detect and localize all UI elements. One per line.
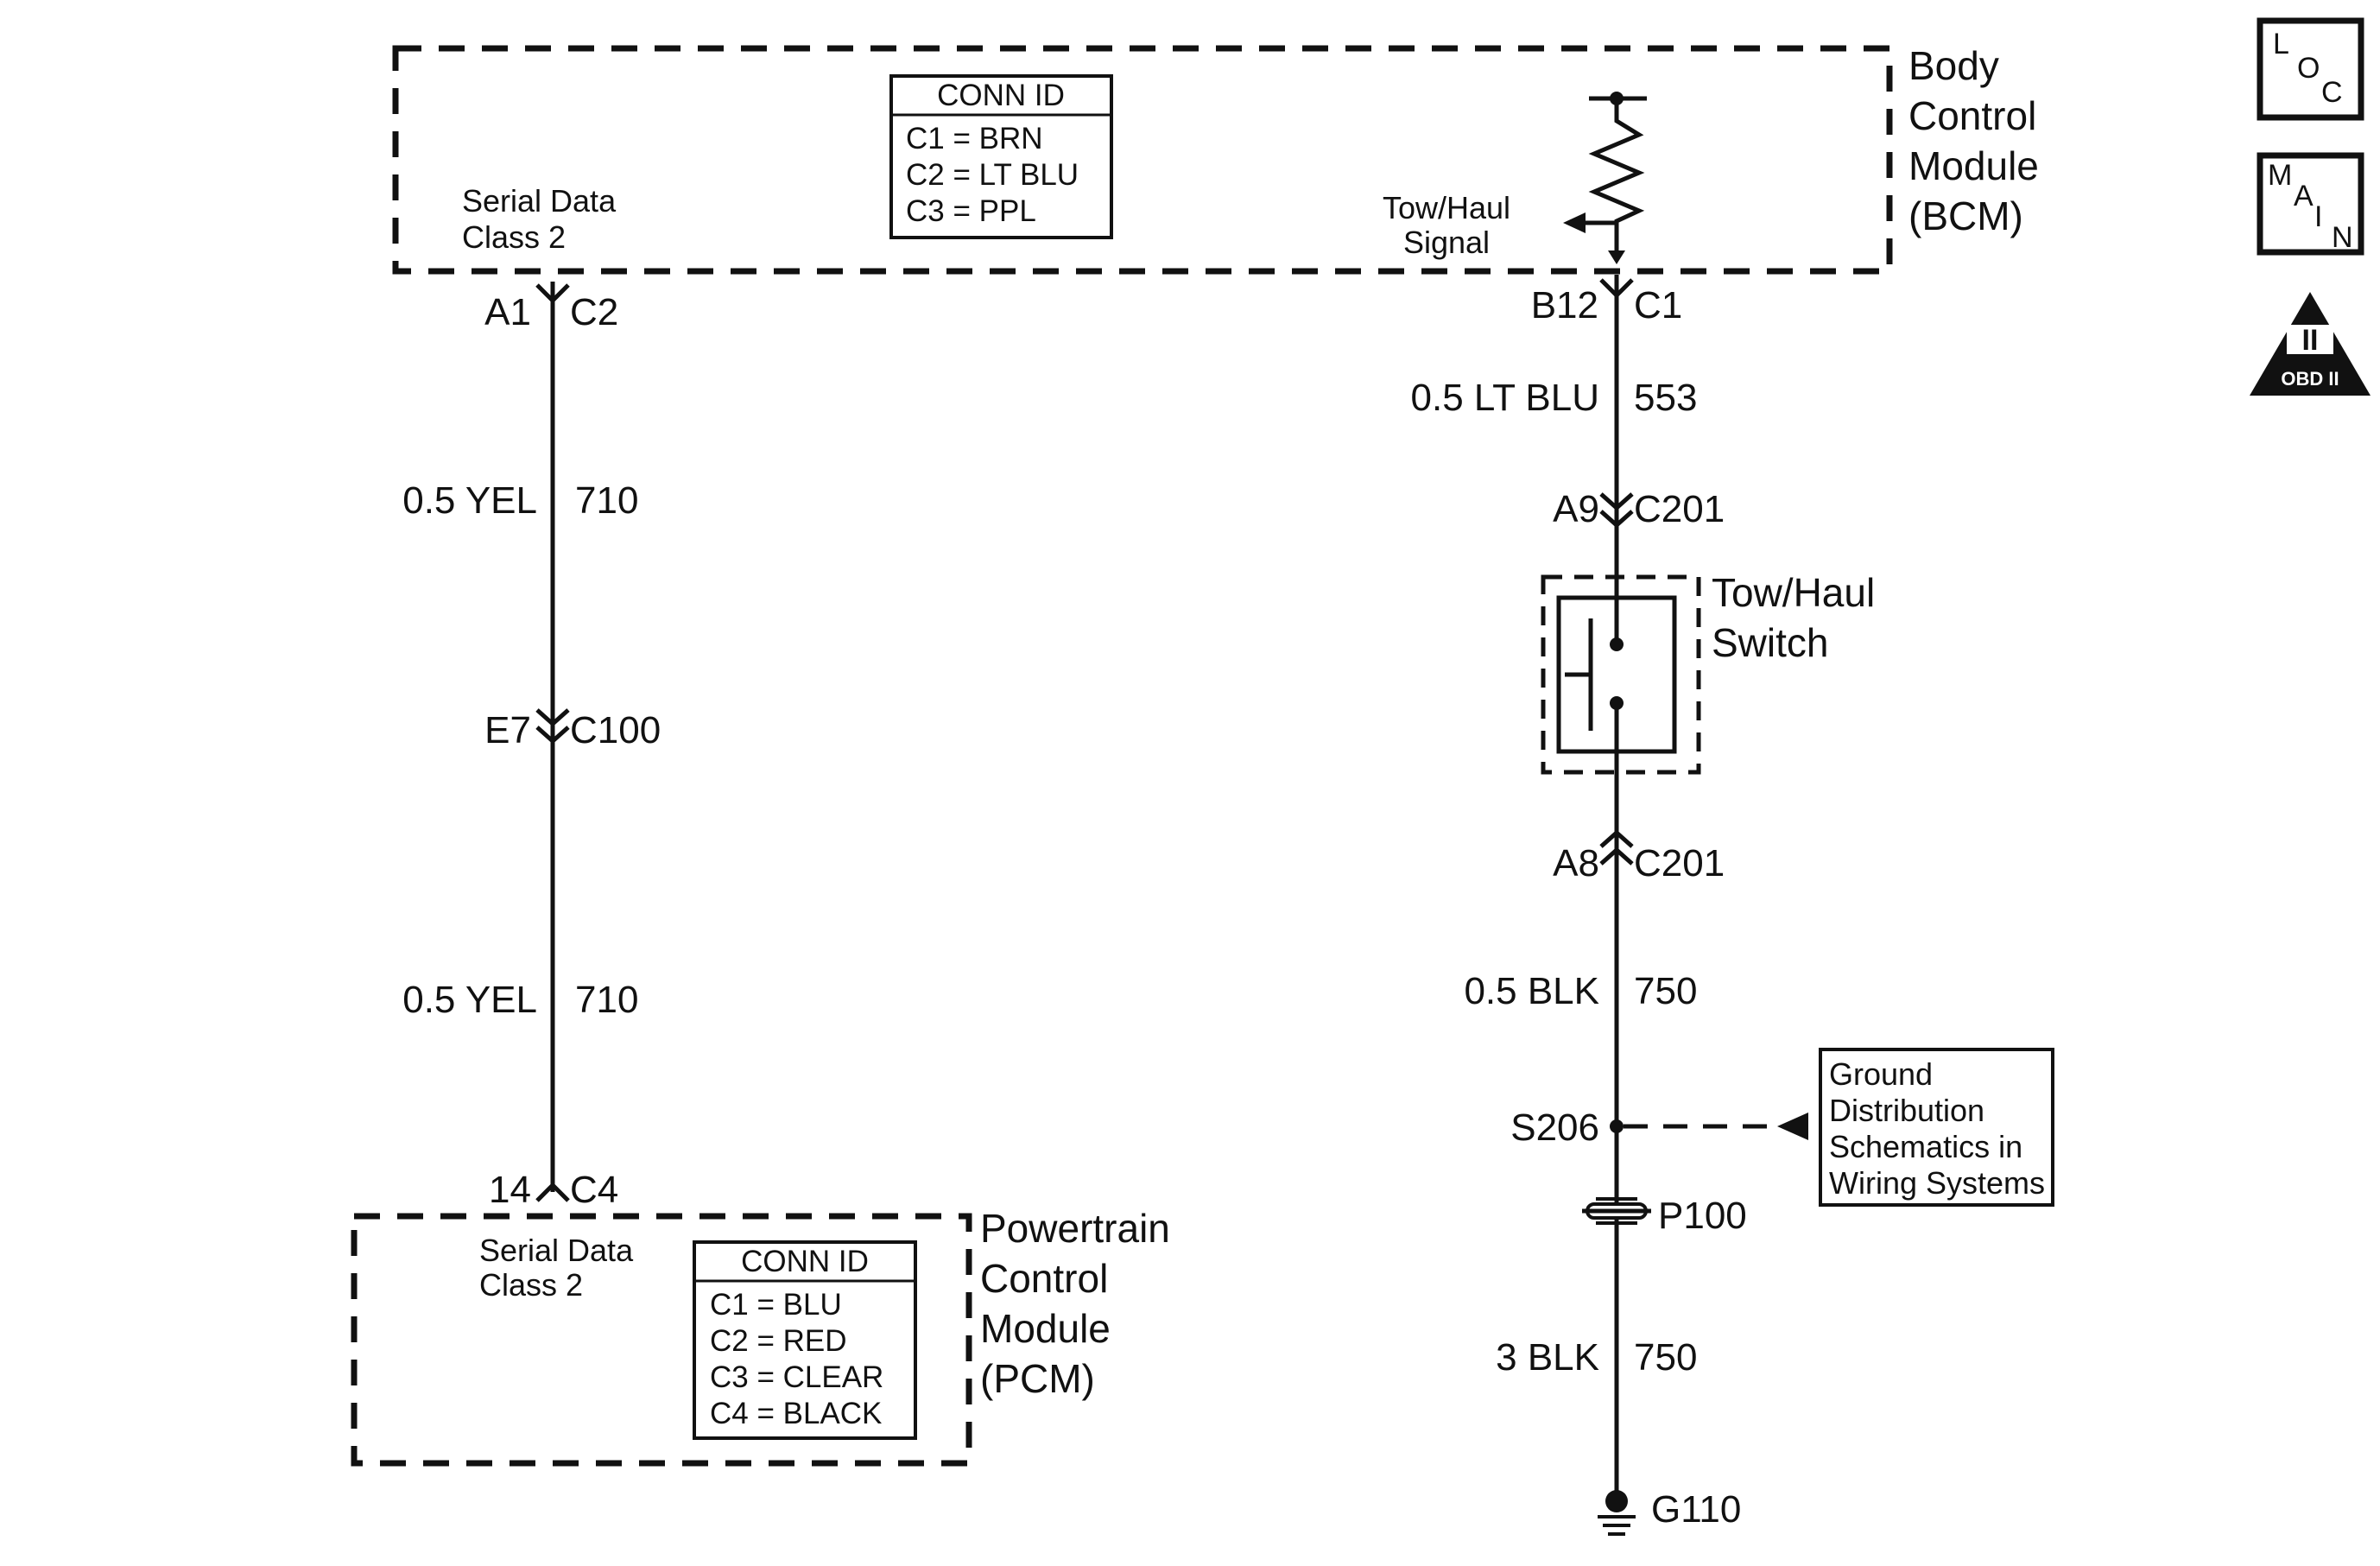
tow-haul-switch-outline [1541,574,1701,775]
main-icon[interactable]: M A I N [2257,152,2364,256]
left-wire1-spec: 0.5 YEL [402,479,537,522]
pcm-name-line-1: Powertrain [980,1206,1170,1251]
ground-ref-arrow [1777,1113,1808,1140]
pcm-conn-id-title: CONN ID [741,1245,869,1278]
pcm-name-line-3: Module [980,1306,1111,1351]
bcm-conn-id-title: CONN ID [937,79,1065,112]
tow-haul-switch [1541,574,1701,775]
bcm-conn-id-row-3: C3 = PPL [906,194,1036,228]
ground-ref-line-4: Wiring Systems [1829,1165,2045,1201]
right-wire1-spec: 0.5 LT BLU [1411,377,1600,419]
bcm-conn-id-row-1: C1 = BRN [906,122,1043,155]
bcm-serial-data-line-1: Serial Data [462,183,617,219]
splice-label: S206 [1510,1106,1599,1149]
ground-ref-line-3: Schematics in [1829,1129,2022,1164]
svg-text:OBD II: OBD II [2281,368,2339,390]
bcm-conn-id-table: CONN ID C1 = BRN C2 = LT BLU C3 = PPL [889,74,1113,239]
ground-label: G110 [1651,1488,1741,1531]
ground-distribution-reference: Ground Distribution Schematics in Wiring… [1819,1048,2054,1207]
obd-ii-icon[interactable]: II OBD II [2250,292,2371,396]
svg-text:O: O [2297,52,2320,85]
left-bottom-conn: C4 [570,1169,618,1211]
bcm-name-line-4: (BCM) [1908,193,2023,238]
left-bottom-pin: 14 [489,1169,531,1211]
left-mid-conn: C100 [570,709,661,751]
pcm-module-outline [351,1213,972,1467]
connector-symbol-e7 [535,708,570,745]
left-mid-pin: E7 [484,709,531,751]
connector-symbol-a9 [1599,492,1634,529]
ground-ref-line-1: Ground [1829,1056,1933,1092]
svg-text:C: C [2321,76,2343,109]
svg-text:L: L [2273,28,2289,60]
connector-symbol-a1 [535,283,570,304]
bcm-name-line-2: Control [1908,93,2036,138]
ground-g110-symbol [1598,1490,1636,1536]
pcm-module: Powertrain Control Module (PCM) Serial D… [351,1206,1170,1467]
right-wire3-spec: 3 BLK [1496,1336,1599,1379]
connector-symbol-b12 [1599,278,1634,299]
pcm-name-line-4: (PCM) [980,1356,1095,1401]
bcm-name-line-1: Body [1908,43,1999,88]
pcm-conn-id-table: CONN ID C1 = BLU C2 = RED C3 = CLEAR C4 … [693,1240,917,1440]
left-wire1-circuit: 710 [575,479,638,522]
pcm-conn-id-row-4: C4 = BLACK [710,1397,882,1430]
tow-haul-switch-name-line-2: Switch [1712,620,1828,665]
switch-out-conn: C201 [1634,842,1725,884]
loc-icon[interactable]: L O C [2257,17,2364,121]
right-wire1-circuit: 553 [1634,377,1697,419]
tow-haul-switch-name-line-1: Tow/Haul [1712,570,1875,615]
pcm-conn-id-row-2: C2 = RED [710,1324,847,1358]
right-wire2-spec: 0.5 BLK [1464,970,1599,1012]
connector-symbol-a8 [1599,829,1634,865]
left-top-pin: A1 [484,291,531,333]
pcm-serial-data-line-1: Serial Data [479,1233,634,1268]
svg-text:II: II [2302,324,2319,357]
pcm-name-line-2: Control [980,1256,1108,1301]
svg-text:M: M [2268,159,2292,192]
serial-data-circuit: A1 C2 0.5 YEL 710 E7 C100 0.5 YEL 710 14… [402,282,661,1211]
right-top-pin: B12 [1531,284,1598,327]
bcm-conn-id-row-2: C2 = LT BLU [906,158,1079,192]
svg-text:A: A [2294,180,2314,212]
pcm-conn-id-row-1: C1 = BLU [710,1288,842,1322]
svg-text:N: N [2332,221,2353,254]
switch-in-conn: C201 [1634,488,1725,530]
left-top-conn: C2 [570,291,618,333]
bcm-module: Body Control Module (BCM) Serial Data Cl… [392,43,2039,275]
pcm-conn-id-row-3: C3 = CLEAR [710,1360,883,1394]
bcm-serial-data-line-2: Class 2 [462,219,566,255]
switch-out-pin: A8 [1553,842,1599,884]
left-wire2-spec: 0.5 YEL [402,979,537,1021]
pcm-serial-data-line-2: Class 2 [479,1267,583,1303]
ground-ref-line-2: Distribution [1829,1093,1984,1128]
svg-text:I: I [2314,200,2322,233]
bcm-name-line-3: Module [1908,143,2039,188]
passthrough-label: P100 [1658,1195,1747,1237]
bcm-module-outline [392,45,1893,275]
pull-up-resistor [1563,92,1647,264]
passthrough-p100-symbol [1582,1197,1651,1225]
tow-haul-signal-line-2: Signal [1403,225,1490,260]
left-wire2-circuit: 710 [575,979,638,1021]
right-wire2-circuit: 750 [1634,970,1697,1012]
tow-haul-signal-line-1: Tow/Haul [1383,190,1510,225]
tow-haul-circuit: B12 C1 0.5 LT BLU 553 A9 C201 Tow/Haul S… [1411,275,2054,1536]
switch-in-pin: A9 [1553,488,1599,530]
right-top-conn: C1 [1634,284,1682,327]
connector-symbol-14 [535,1182,570,1202]
right-wire3-circuit: 750 [1634,1336,1697,1379]
splice-s206-dot [1610,1119,1624,1133]
